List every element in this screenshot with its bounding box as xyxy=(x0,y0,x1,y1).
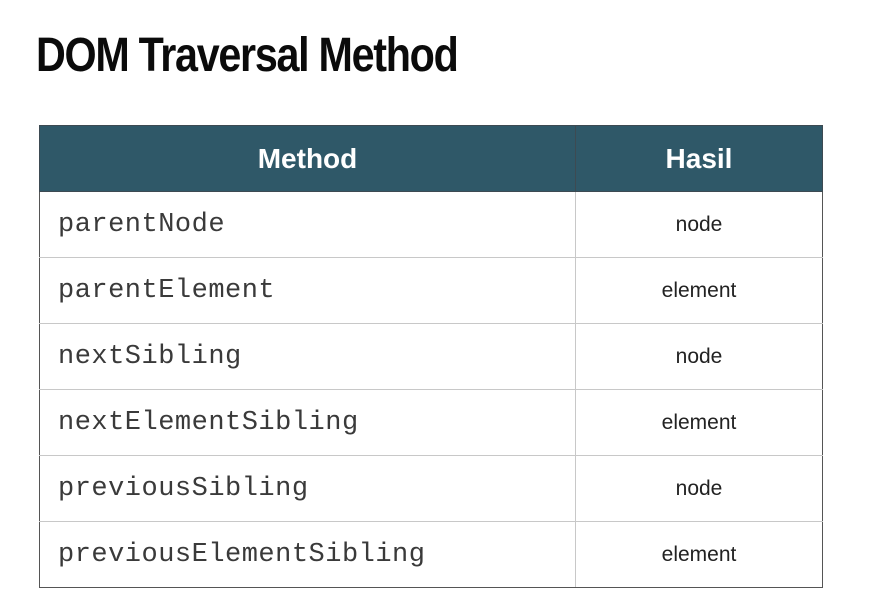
table-row: previousElementSibling element xyxy=(39,521,823,588)
method-cell: parentNode xyxy=(39,191,576,258)
hasil-cell: element xyxy=(575,389,823,456)
table-row: previousSibling node xyxy=(39,455,823,522)
slide-title: DOM Traversal Method xyxy=(36,29,459,82)
table-row: nextSibling node xyxy=(39,323,823,390)
method-cell: nextElementSibling xyxy=(39,389,576,456)
table-row: parentElement element xyxy=(39,257,823,324)
hasil-cell: node xyxy=(575,191,823,258)
hasil-cell: element xyxy=(575,521,823,588)
hasil-cell: node xyxy=(575,323,823,390)
method-cell: previousSibling xyxy=(39,455,576,522)
table-row: nextElementSibling element xyxy=(39,389,823,456)
hasil-cell: node xyxy=(575,455,823,522)
hasil-cell: element xyxy=(575,257,823,324)
method-cell: parentElement xyxy=(39,257,576,324)
column-header-hasil: Hasil xyxy=(575,125,823,192)
method-cell: nextSibling xyxy=(39,323,576,390)
traversal-method-table: Method Hasil parentNode node parentEleme… xyxy=(39,125,823,588)
table-header-row: Method Hasil xyxy=(39,125,823,192)
table-row: parentNode node xyxy=(39,191,823,258)
column-header-method: Method xyxy=(39,125,576,192)
method-cell: previousElementSibling xyxy=(39,521,576,588)
